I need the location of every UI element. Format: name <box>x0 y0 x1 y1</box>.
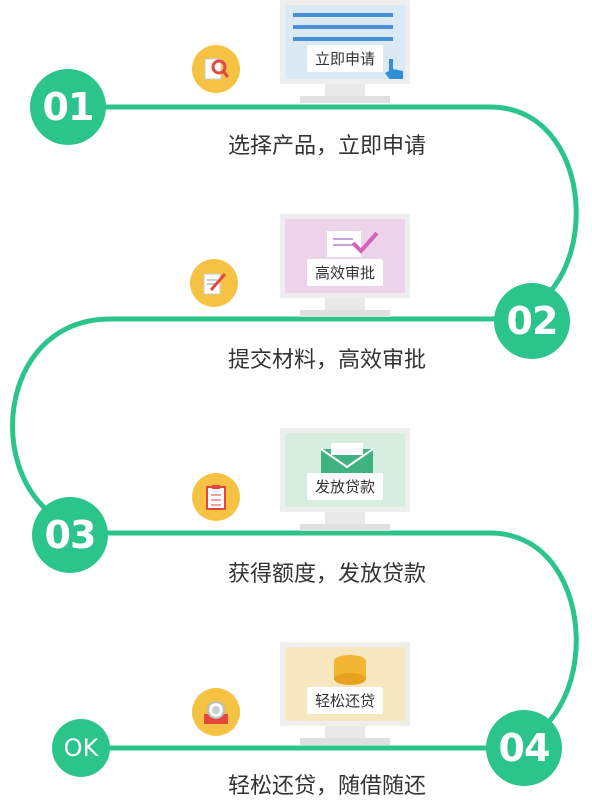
step-4-number: 04 <box>486 710 562 786</box>
step-2-screen: 高效审批 <box>280 214 410 298</box>
checklist-icon <box>327 231 379 257</box>
step-3-screen: 发放贷款 <box>280 428 410 512</box>
step-4-screen: 轻松还贷 <box>280 642 410 726</box>
end-ok-badge: OK <box>52 719 110 777</box>
step-1-monitor: 立即申请 <box>280 0 410 112</box>
step-2-caption: 提交材料，高效审批 <box>228 348 427 373</box>
pointer-hand-icon <box>385 59 403 79</box>
search-icon <box>192 45 240 93</box>
step-3-monitor: 发放贷款 <box>280 428 410 540</box>
clipboard-icon <box>192 473 240 521</box>
step-1-caption: 选择产品，立即申请 <box>228 134 427 159</box>
step-2-number: 02 <box>494 283 570 359</box>
step-3-screen-label: 发放贷款 <box>306 473 384 500</box>
step-1-screen-label: 立即申请 <box>306 45 384 72</box>
step-4-caption: 轻松还贷，随借随还 <box>228 774 427 799</box>
coin-stack-icon <box>334 655 366 685</box>
step-2-screen-label: 高效审批 <box>306 259 384 286</box>
step-3-caption: 获得额度，发放贷款 <box>228 562 427 587</box>
step-3-number: 03 <box>32 497 108 573</box>
step-2-monitor: 高效审批 <box>280 214 410 326</box>
step-1-screen: 立即申请 <box>280 0 410 84</box>
step-4-monitor: 轻松还贷 <box>280 642 410 754</box>
coin-icon <box>192 688 240 736</box>
step-4-screen-label: 轻松还贷 <box>306 687 384 714</box>
edit-icon <box>190 259 238 307</box>
step-1-number: 01 <box>30 69 106 145</box>
form-lines-icon <box>293 13 393 41</box>
